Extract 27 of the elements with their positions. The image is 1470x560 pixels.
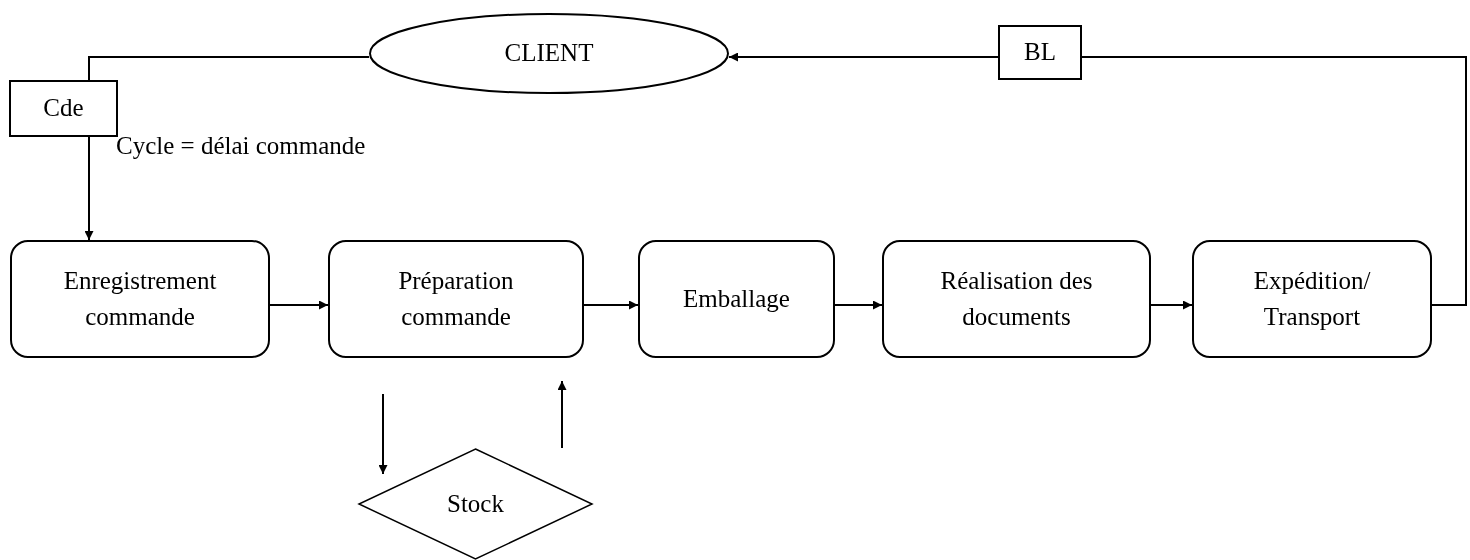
node-label: Stock — [447, 489, 504, 519]
node-label: Préparation commande — [397, 265, 515, 332]
arrow — [728, 52, 999, 62]
arrow — [834, 300, 883, 310]
process-box — [882, 240, 1151, 358]
document-box — [998, 25, 1082, 80]
process-box — [638, 240, 835, 358]
document-box — [9, 80, 118, 137]
process-box — [1192, 240, 1432, 358]
process-box — [328, 240, 584, 358]
node-label: Cde — [43, 93, 84, 124]
node-label: BL — [1024, 37, 1056, 68]
note-text: Cycle = délai commande — [116, 132, 366, 160]
arrow — [378, 393, 388, 475]
node-label: CLIENT — [504, 38, 594, 69]
arrow — [269, 300, 329, 310]
arrow — [84, 136, 94, 241]
arrow — [583, 300, 639, 310]
ellipse-node — [369, 13, 729, 94]
node-label: Emballage — [683, 283, 790, 314]
decision-diamond — [358, 448, 593, 560]
arrow — [557, 380, 567, 449]
node-label: Réalisation des documents — [939, 265, 1094, 332]
arrow — [1150, 300, 1193, 310]
node-label: Enregistrement commande — [62, 265, 218, 332]
node-label: Expédition/ Transport — [1252, 265, 1372, 332]
process-box — [10, 240, 270, 358]
